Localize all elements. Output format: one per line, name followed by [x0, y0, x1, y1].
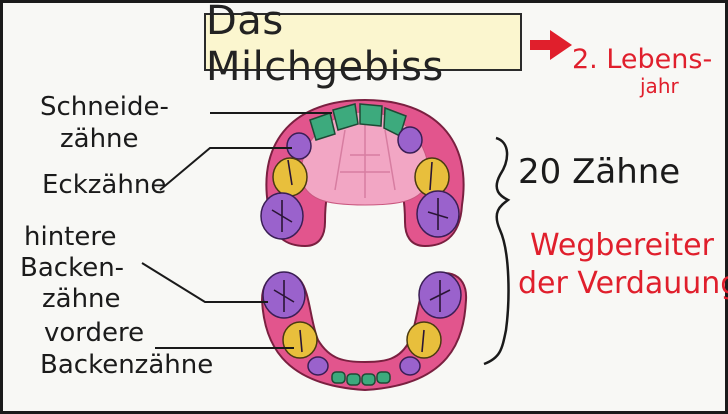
arrow-label-line1: 2. Lebens- — [572, 44, 712, 75]
upper-incisor-2 — [360, 104, 382, 126]
red-arrow-icon — [530, 30, 572, 60]
lower-incisor-1 — [332, 372, 345, 383]
lower-canine-left — [308, 357, 328, 375]
lower-jaw — [262, 272, 466, 390]
lower-incisor-4 — [377, 372, 390, 383]
label-incisors-line2: zähne — [60, 124, 139, 154]
upper-jaw — [261, 100, 464, 246]
upper-canine-right — [398, 127, 422, 153]
label-front-molars-line2: Backenzähne — [40, 350, 213, 380]
lower-incisor-2 — [347, 374, 360, 385]
lower-front-molar-left — [283, 322, 317, 358]
pathfinder-line1: Wegbereiter — [530, 228, 714, 263]
label-incisors-line1: Schneide- — [40, 92, 169, 122]
pathfinder-line2: der Verdauung — [518, 266, 728, 301]
lower-front-molar-right — [407, 322, 441, 358]
label-front-molars-line1: vordere — [44, 318, 144, 348]
lower-incisor-3 — [362, 374, 375, 385]
count-label: 20 Zähne — [518, 152, 680, 192]
label-back-molars-line2: Backen- — [20, 253, 124, 283]
upper-canine-left — [287, 133, 311, 159]
label-canines: Eckzähne — [42, 170, 166, 200]
lower-canine-right — [400, 357, 420, 375]
label-back-molars-line1: hintere — [24, 222, 117, 252]
label-back-molars-line3: zähne — [42, 284, 121, 314]
curly-brace-icon — [484, 138, 508, 364]
arrow-label-line2: jahr — [640, 74, 679, 98]
